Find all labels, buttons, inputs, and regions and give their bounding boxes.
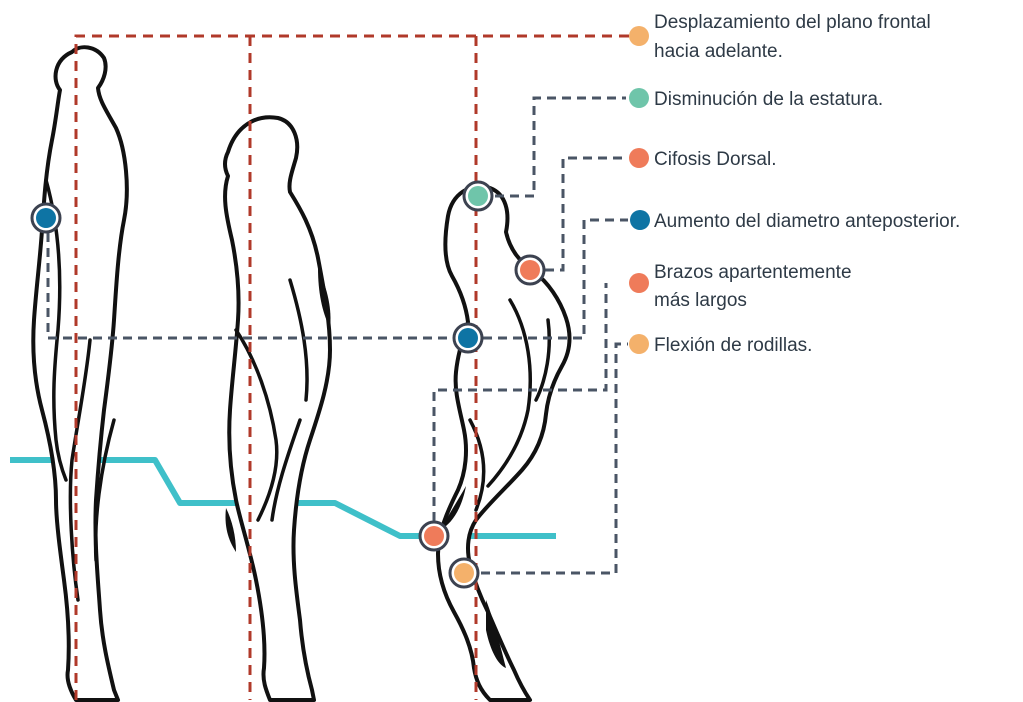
stooped-elderly-figure bbox=[438, 186, 569, 700]
legend-dot bbox=[629, 88, 649, 108]
legend-dot bbox=[629, 334, 649, 354]
legend-item-cifosis: Cifosis Dorsal. bbox=[629, 148, 776, 170]
marker-estatura bbox=[468, 186, 488, 206]
legend-item-desplazamiento: Desplazamiento del plano frontal hacia a… bbox=[629, 12, 931, 62]
legend-label-line: más largos bbox=[654, 290, 747, 311]
legend-item-rodillas: Flexión de rodillas. bbox=[629, 334, 812, 356]
legend-label-line: hacia adelante. bbox=[654, 41, 783, 62]
legend: Desplazamiento del plano frontal hacia a… bbox=[629, 12, 960, 356]
legend-label-line: Brazos apartentemente bbox=[654, 262, 852, 283]
slightly-stooped-figure bbox=[225, 117, 331, 700]
marker-rodillas bbox=[454, 563, 474, 583]
legend-dot bbox=[629, 148, 649, 168]
marker-diametro-upright bbox=[36, 208, 56, 228]
legend-item-brazos: Brazos apartentemente más largos bbox=[629, 262, 852, 311]
legend-label-line: Cifosis Dorsal. bbox=[654, 149, 776, 170]
legend-dot bbox=[630, 210, 650, 230]
legend-label-line: Disminución de la estatura. bbox=[654, 89, 883, 110]
legend-label-line: Aumento del diametro anteposterior. bbox=[654, 211, 960, 232]
legend-dot bbox=[629, 26, 649, 46]
marker-cifosis bbox=[520, 260, 540, 280]
legend-item-diametro: Aumento del diametro anteposterior. bbox=[630, 210, 960, 232]
legend-dot bbox=[629, 273, 649, 293]
marker-diametro bbox=[458, 328, 478, 348]
legend-label-line: Desplazamiento del plano frontal bbox=[654, 12, 931, 33]
marker-brazos bbox=[424, 526, 444, 546]
legend-label-line: Flexión de rodillas. bbox=[654, 335, 812, 356]
legend-item-estatura: Disminución de la estatura. bbox=[629, 88, 883, 110]
connector-estatura bbox=[480, 98, 626, 196]
upright-figure bbox=[33, 47, 127, 700]
connector-cifosis bbox=[530, 158, 627, 270]
